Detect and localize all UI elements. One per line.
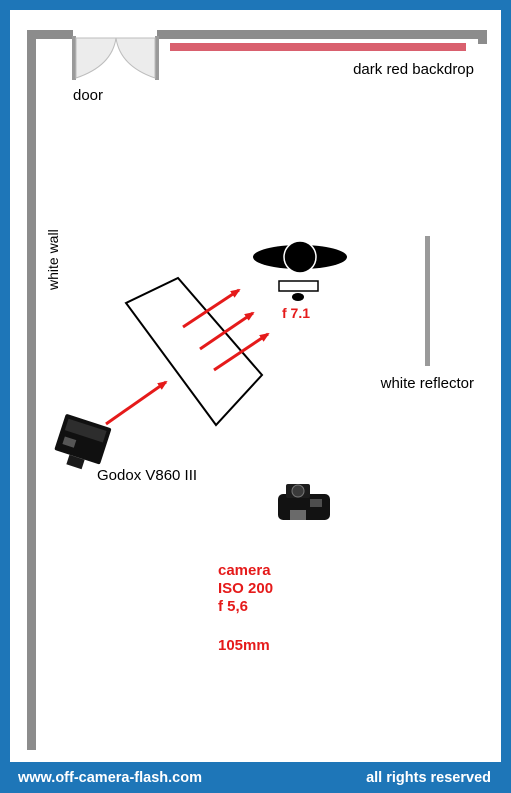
subject-aperture-label: f 7.1: [282, 305, 310, 321]
camera-settings: camera ISO 200 f 5,6 105mm: [218, 562, 273, 654]
subject-icon: [253, 240, 347, 274]
softbox-panel: [124, 276, 264, 427]
door-label: door: [73, 87, 103, 104]
door-icon: [72, 32, 159, 80]
footer: www.off-camera-flash.com all rights rese…: [0, 762, 511, 793]
backdrop-label: dark red backdrop: [353, 61, 474, 78]
camera-settings-line: ISO 200: [218, 580, 273, 597]
reflector-label: white reflector: [380, 375, 474, 392]
arrow-softbox-3: [213, 332, 270, 372]
light-meter-icon: [278, 280, 319, 301]
camera-icon: [278, 484, 330, 520]
camera-settings-line: camera: [218, 562, 271, 579]
camera-settings-line: f 5,6: [218, 598, 248, 615]
wall-label: white wall: [45, 229, 61, 291]
flash-unit-icon: [54, 414, 112, 470]
light-arrows: [105, 288, 270, 426]
camera-settings-line: 105mm: [218, 637, 270, 654]
arrow-softbox-2: [199, 311, 255, 351]
rights-text: all rights reserved: [366, 770, 491, 786]
arrow-flash-to-softbox: [105, 380, 168, 426]
backdrop-bar: [170, 43, 466, 51]
website-link[interactable]: www.off-camera-flash.com: [18, 770, 202, 786]
arrow-softbox-1: [182, 288, 241, 329]
flash-label: Godox V860 III: [97, 467, 197, 484]
reflector-panel: [425, 236, 430, 366]
studio-floor: [10, 10, 501, 762]
studio-walls: [27, 30, 487, 750]
